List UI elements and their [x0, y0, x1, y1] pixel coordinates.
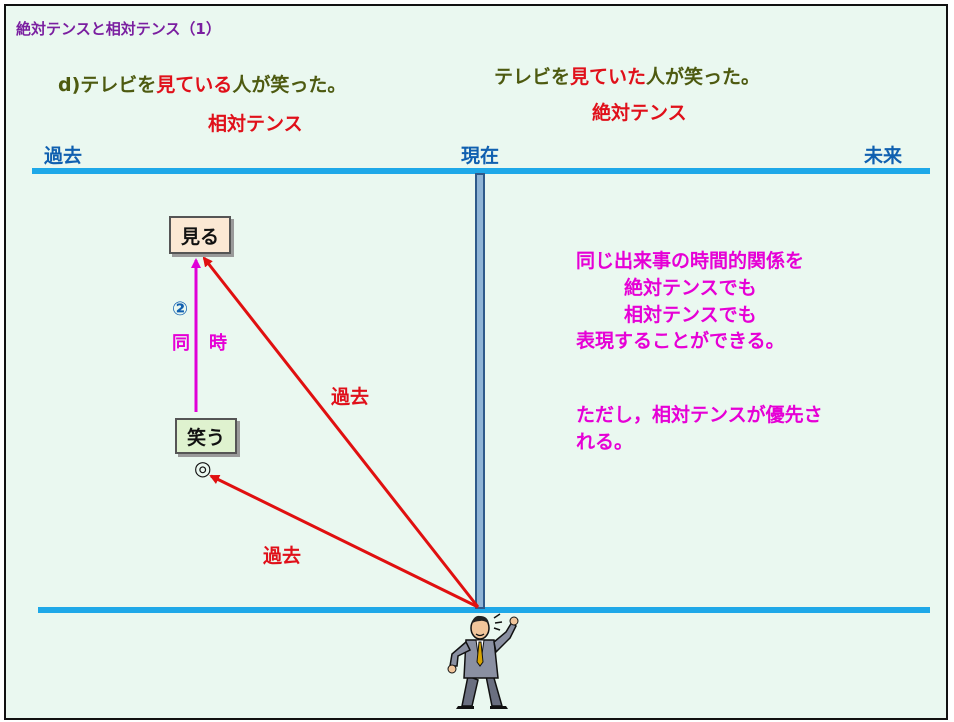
circled-number: ② [172, 298, 189, 320]
simultaneous-label-2: 時 [209, 333, 227, 354]
note-line-6: れる。 [576, 431, 634, 453]
note-line-2: 絶対テンスでも [624, 277, 757, 299]
note-line-3: 相対テンスでも [624, 304, 757, 326]
arrow-past-to-see [202, 256, 480, 608]
sentence-absolute: テレビを見ていた人が笑った。 [494, 62, 760, 89]
present-vertical-line [475, 173, 485, 609]
sentence-relative-verb: 見ている [156, 74, 233, 96]
event-see-box: 見る [169, 216, 231, 254]
simultaneous-label-1: 同 [172, 333, 190, 354]
sentence-absolute-verb: 見ていた [570, 66, 647, 88]
sentence-absolute-suffix: 人が笑った。 [646, 66, 761, 88]
timeline-present-label: 現在 [461, 145, 500, 167]
arrow-past-to-laugh [209, 474, 479, 609]
sentence-relative-suffix: 人が笑った。 [232, 74, 347, 96]
sentence-relative: d)テレビを見ている人が笑った。 [58, 70, 346, 97]
timeline-top [32, 168, 930, 174]
event-laugh-box: 笑う [175, 418, 237, 454]
slide: 絶対テンスと相対テンス（1） d)テレビを見ている人が笑った。 テレビを見ていた… [4, 4, 948, 720]
timeline-past-label: 過去 [44, 145, 83, 167]
timeline-bottom [38, 607, 930, 613]
note-line-1: 同じ出来事の時間的関係を [576, 250, 805, 272]
double-circle-mark: ◎ [194, 456, 212, 480]
note-line-4: 表現することができる。 [576, 330, 785, 352]
arrow-label-to-laugh: 過去 [263, 545, 302, 567]
businessman-speaking-icon [447, 613, 519, 709]
absolute-tense-label: 絶対テンス [592, 102, 687, 124]
relative-tense-label: 相対テンス [208, 113, 303, 135]
slide-title: 絶対テンスと相対テンス（1） [16, 20, 221, 38]
diagram-lines [32, 168, 930, 613]
sentence-absolute-prefix: テレビを [494, 66, 571, 88]
timeline-future-label: 未来 [864, 145, 903, 167]
note-line-5: ただし，相対テンスが優先さ [576, 404, 823, 426]
arrow-label-to-see: 過去 [331, 386, 370, 408]
sentence-relative-prefix: d)テレビを [58, 74, 157, 96]
